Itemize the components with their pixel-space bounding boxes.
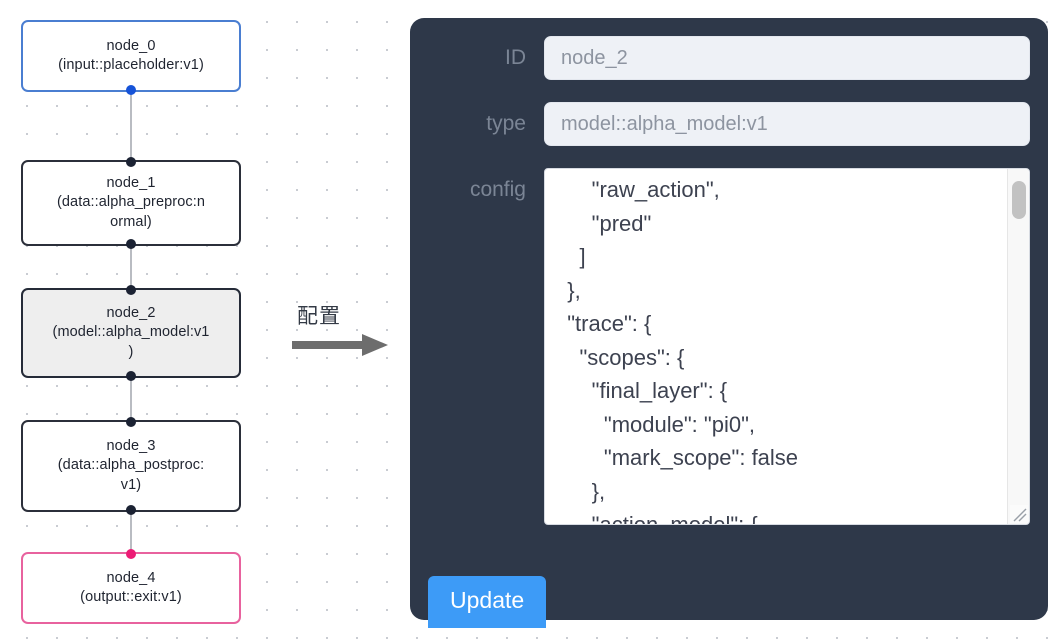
type-input[interactable]: model::alpha_model:v1 [544, 102, 1030, 146]
graph-node-subtitle: (data::alpha_preproc:n ormal) [56, 194, 206, 230]
field-row-type: type model::alpha_model:v1 [428, 102, 1030, 146]
config-textarea-wrapper[interactable]: "raw_action", "pred" ] }, "trace": { "sc… [544, 168, 1030, 525]
edge-3-4 [130, 512, 132, 552]
port-in-node_2[interactable] [126, 285, 136, 295]
node-properties-panel: ID node_2 type model::alpha_model:v1 con… [410, 18, 1048, 628]
field-row-id: ID node_2 [428, 36, 1030, 80]
type-field-label: type [486, 112, 526, 135]
port-out-node_3[interactable] [126, 505, 136, 515]
port-in-node_1[interactable] [126, 157, 136, 167]
id-input[interactable]: node_2 [544, 36, 1030, 80]
update-button[interactable]: Update [428, 576, 547, 628]
config-textarea[interactable]: "raw_action", "pred" ] }, "trace": { "sc… [567, 177, 799, 524]
resize-handle-icon[interactable] [1010, 505, 1028, 523]
port-out-node_0[interactable] [126, 85, 136, 95]
graph-node-node_1[interactable]: node_1 (data::alpha_preproc:n ormal) [21, 157, 241, 249]
graph-node-title: node_1 [106, 175, 156, 192]
graph-node-node_2[interactable]: node_2 (model::alpha_model:v1 ) [21, 285, 241, 381]
graph-node-subtitle: (data::alpha_postproc: v1) [57, 457, 205, 493]
graph-node-title: node_4 [106, 569, 156, 586]
edge-1-2 [130, 246, 132, 288]
graph-node-subtitle: (input::placeholder:v1) [58, 57, 204, 73]
port-out-node_1[interactable] [126, 239, 136, 249]
graph-node-subtitle: (output::exit:v1) [80, 589, 182, 605]
graph-node-subtitle: (model::alpha_model:v1 ) [52, 324, 210, 360]
edge-0-1 [130, 92, 132, 160]
flow-label: 配置 [297, 304, 341, 328]
port-out-node_2[interactable] [126, 371, 136, 381]
port-in-node_3[interactable] [126, 417, 136, 427]
config-scrollbar-thumb[interactable] [1012, 181, 1026, 219]
graph-node-title: node_2 [106, 305, 156, 322]
port-in-node_4[interactable] [126, 549, 136, 559]
graph-node-title: node_0 [106, 37, 156, 54]
config-scrollbar[interactable] [1007, 169, 1029, 524]
field-row-config: config "raw_action", "pred" ] }, "trace"… [428, 168, 1030, 525]
graph-node-node_0[interactable]: node_0 (input::placeholder:v1) [21, 20, 241, 95]
arrow-right-icon [292, 334, 388, 356]
graph-node-title: node_3 [106, 438, 156, 455]
graph-node-node_4[interactable]: node_4 (output::exit:v1) [21, 549, 241, 624]
edge-2-3 [130, 378, 132, 420]
config-field-label: config [469, 178, 526, 201]
graph-node-node_3[interactable]: node_3 (data::alpha_postproc: v1) [21, 417, 241, 515]
id-field-label: ID [505, 46, 526, 69]
